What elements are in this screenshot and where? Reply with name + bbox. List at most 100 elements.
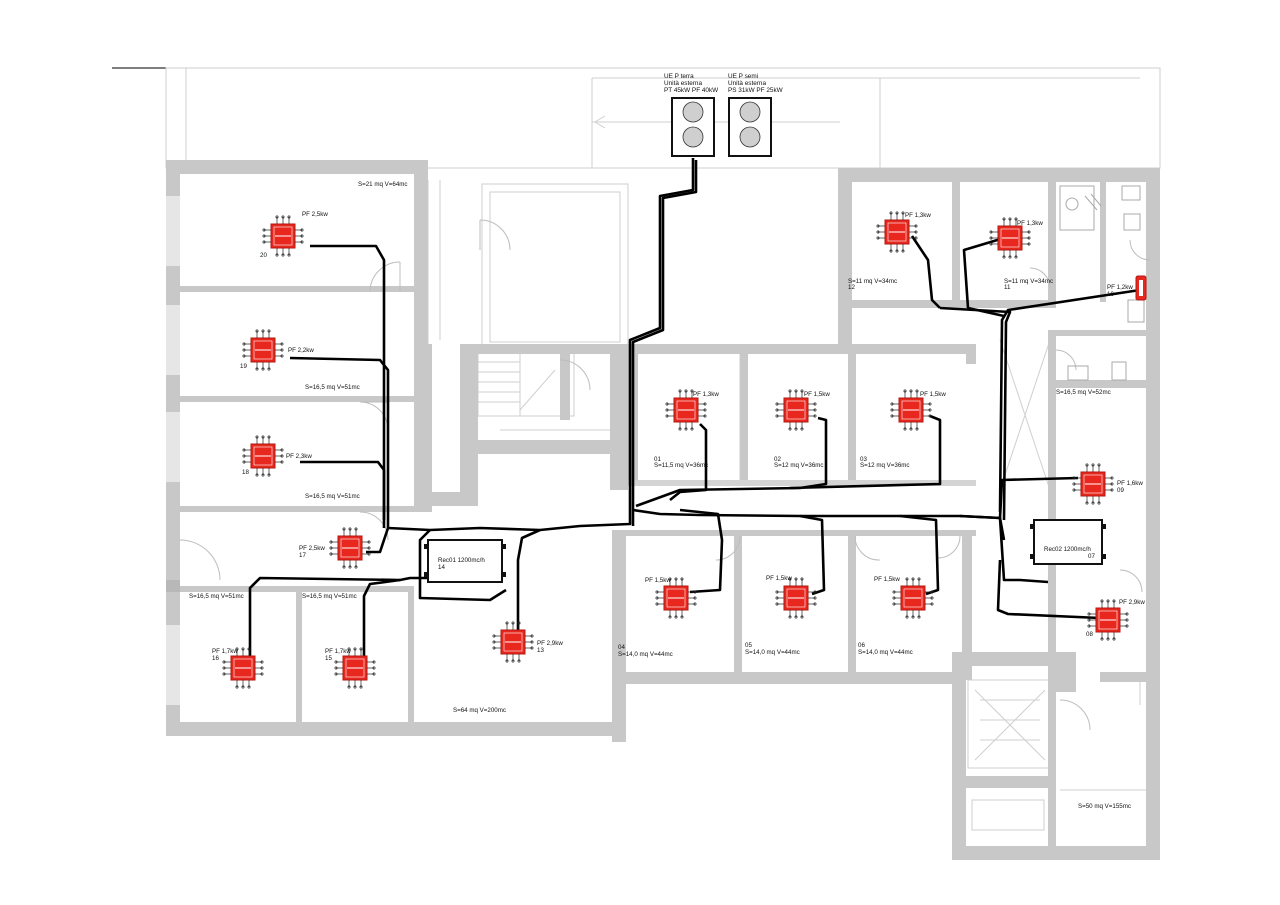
room-label: S=16,5 mq V=52mc (1056, 389, 1111, 396)
indoor-unit-02: PF 1,5kw 02 (774, 389, 830, 463)
recuperator-rec01: Rec01 1200mc/h 14 (424, 539, 506, 583)
room-label: S=64 mq V=200mc (453, 707, 506, 714)
indoor-unit-frame (901, 400, 921, 420)
indoor-unit-number: 15 (325, 655, 332, 662)
indoor-unit-power: PF 2,9kw (537, 640, 563, 647)
indoor-unit-power: PF 1,3kw (1017, 220, 1043, 227)
room-label: S=21 mq V=64mc (358, 181, 408, 188)
indoor-unit-frame (253, 340, 273, 360)
indoor-unit-04: PF 1,5kw 04 (618, 577, 697, 651)
indoor-unit-frame (233, 658, 253, 678)
outdoor-label-3: PT 45kW PF 40kW (664, 87, 719, 94)
indoor-unit-number: 03 (860, 456, 867, 463)
indoor-unit-power: PF 1,6kw (1117, 480, 1143, 487)
outdoor-label-1: UE P semi (728, 73, 758, 80)
indoor-unit-power: PF 1,5kw (920, 391, 946, 398)
room-label: S=16,5 mq V=51mc (305, 493, 360, 500)
outdoor-unit-ue-p-terra: UE P terra Unità esterna PT 45kW PF 40kW (664, 73, 719, 157)
airflow-arrows-icon (775, 577, 817, 619)
walls (166, 160, 1160, 860)
indoor-unit-frame (666, 588, 686, 608)
airflow-arrows-icon (892, 577, 934, 619)
indoor-unit-power: PF 1,3kw (905, 212, 931, 219)
indoor-unit-power: PF 1,5kw (766, 575, 792, 582)
airflow-arrows-icon (222, 647, 264, 689)
room-label: S=16,5 mq V=51mc (305, 384, 360, 391)
indoor-unit-power: PF 2,5kw (299, 545, 325, 552)
indoor-unit-number: 17 (299, 552, 306, 559)
indoor-unit-20: PF 2,5kw 20 (260, 211, 328, 259)
indoor-unit-number: 05 (745, 642, 752, 649)
indoor-unit-number: 19 (240, 363, 247, 370)
indoor-unit-frame (786, 588, 806, 608)
indoor-unit-number: 04 (618, 644, 625, 651)
indoor-unit-power: PF 1,7kw (325, 648, 351, 655)
indoor-unit-power: PF 1,5kw (804, 391, 830, 398)
indoor-unit-number: 11 (1004, 284, 1011, 291)
indoor-unit-frame (503, 632, 523, 652)
indoor-unit-frame (340, 538, 360, 558)
indoor-unit-frame (345, 658, 365, 678)
indoor-unit-frame (1083, 474, 1103, 494)
refrigerant-pipes (248, 158, 1141, 660)
indoor-unit-power: PF 1,5kw (645, 577, 671, 584)
recuperator-label: Rec01 1200mc/h (438, 557, 485, 564)
airflow-arrows-icon (242, 435, 284, 477)
indoor-unit-frame (676, 400, 696, 420)
airflow-arrows-icon (262, 215, 304, 257)
indoor-unit-05: PF 1,5kw 05 (745, 575, 817, 649)
room-label: S=14,0 mq V=44mc (858, 649, 913, 656)
airflow-arrows-icon (1072, 463, 1114, 505)
indoor-unit-frame (1098, 610, 1118, 630)
airflow-arrows-icon (329, 527, 371, 569)
indoor-unit-number: 12 (848, 284, 855, 291)
outdoor-label-2: Unità esterna (664, 80, 702, 87)
indoor-unit-number: 08 (1086, 631, 1093, 638)
indoor-unit-number: 20 (260, 252, 267, 259)
indoor-unit-power: PF 2,5kw (302, 211, 328, 218)
indoor-unit-power: PF 1,5kw (874, 576, 900, 583)
room-label: S=12 mq V=36mc (774, 462, 824, 469)
airflow-arrows-icon (665, 389, 707, 431)
indoor-unit-number: 02 (774, 456, 781, 463)
airflow-arrows-icon (242, 329, 284, 371)
room-label: S=11 mq V=34mc (1004, 278, 1053, 285)
airflow-arrows-icon (876, 211, 918, 253)
indoor-unit-frame (786, 400, 806, 420)
indoor-unit-number: 06 (858, 642, 865, 649)
airflow-arrows-icon (334, 647, 376, 689)
room-label: S=14,0 mq V=44mc (618, 651, 673, 658)
indoor-unit-03: PF 1,5kw 03 (860, 389, 946, 463)
indoor-unit-number: 01 (654, 456, 661, 463)
bathroom-fixtures (1059, 185, 1145, 381)
recuperator-label: Rec02 1200mc/h (1044, 546, 1091, 553)
room-label: S=11 mq V=34mc (848, 278, 897, 285)
indoor-unit-06: PF 1,5kw 06 (858, 576, 934, 649)
indoor-unit-frame (887, 222, 907, 242)
indoor-unit-frame (273, 226, 293, 246)
indoor-unit-power: PF 1,2kw (1107, 284, 1133, 291)
room-label: S=14,0 mq V=44mc (745, 649, 800, 656)
outdoor-label-1: UE P terra (664, 73, 694, 80)
indoor-unit-number: 09 (1117, 487, 1124, 494)
outdoor-label-2: Unità esterna (728, 80, 766, 87)
airflow-arrows-icon (492, 621, 534, 663)
indoor-unit-11: PF 1,3kw 11 (989, 217, 1043, 291)
room-label: S=11,5 mq V=36mc (654, 462, 708, 469)
indoor-unit-12: PF 1,3kw 12 (848, 211, 931, 291)
indoor-unit-number: 13 (537, 647, 544, 654)
indoor-unit-number: 10 (1107, 291, 1114, 298)
room-label: S=16,5 mq V=51mc (189, 593, 244, 600)
indoor-unit-frame (253, 446, 273, 466)
airflow-arrows-icon (989, 217, 1031, 259)
airflow-arrows-icon (655, 577, 697, 619)
indoor-unit-power: PF 1,7kw (212, 648, 238, 655)
